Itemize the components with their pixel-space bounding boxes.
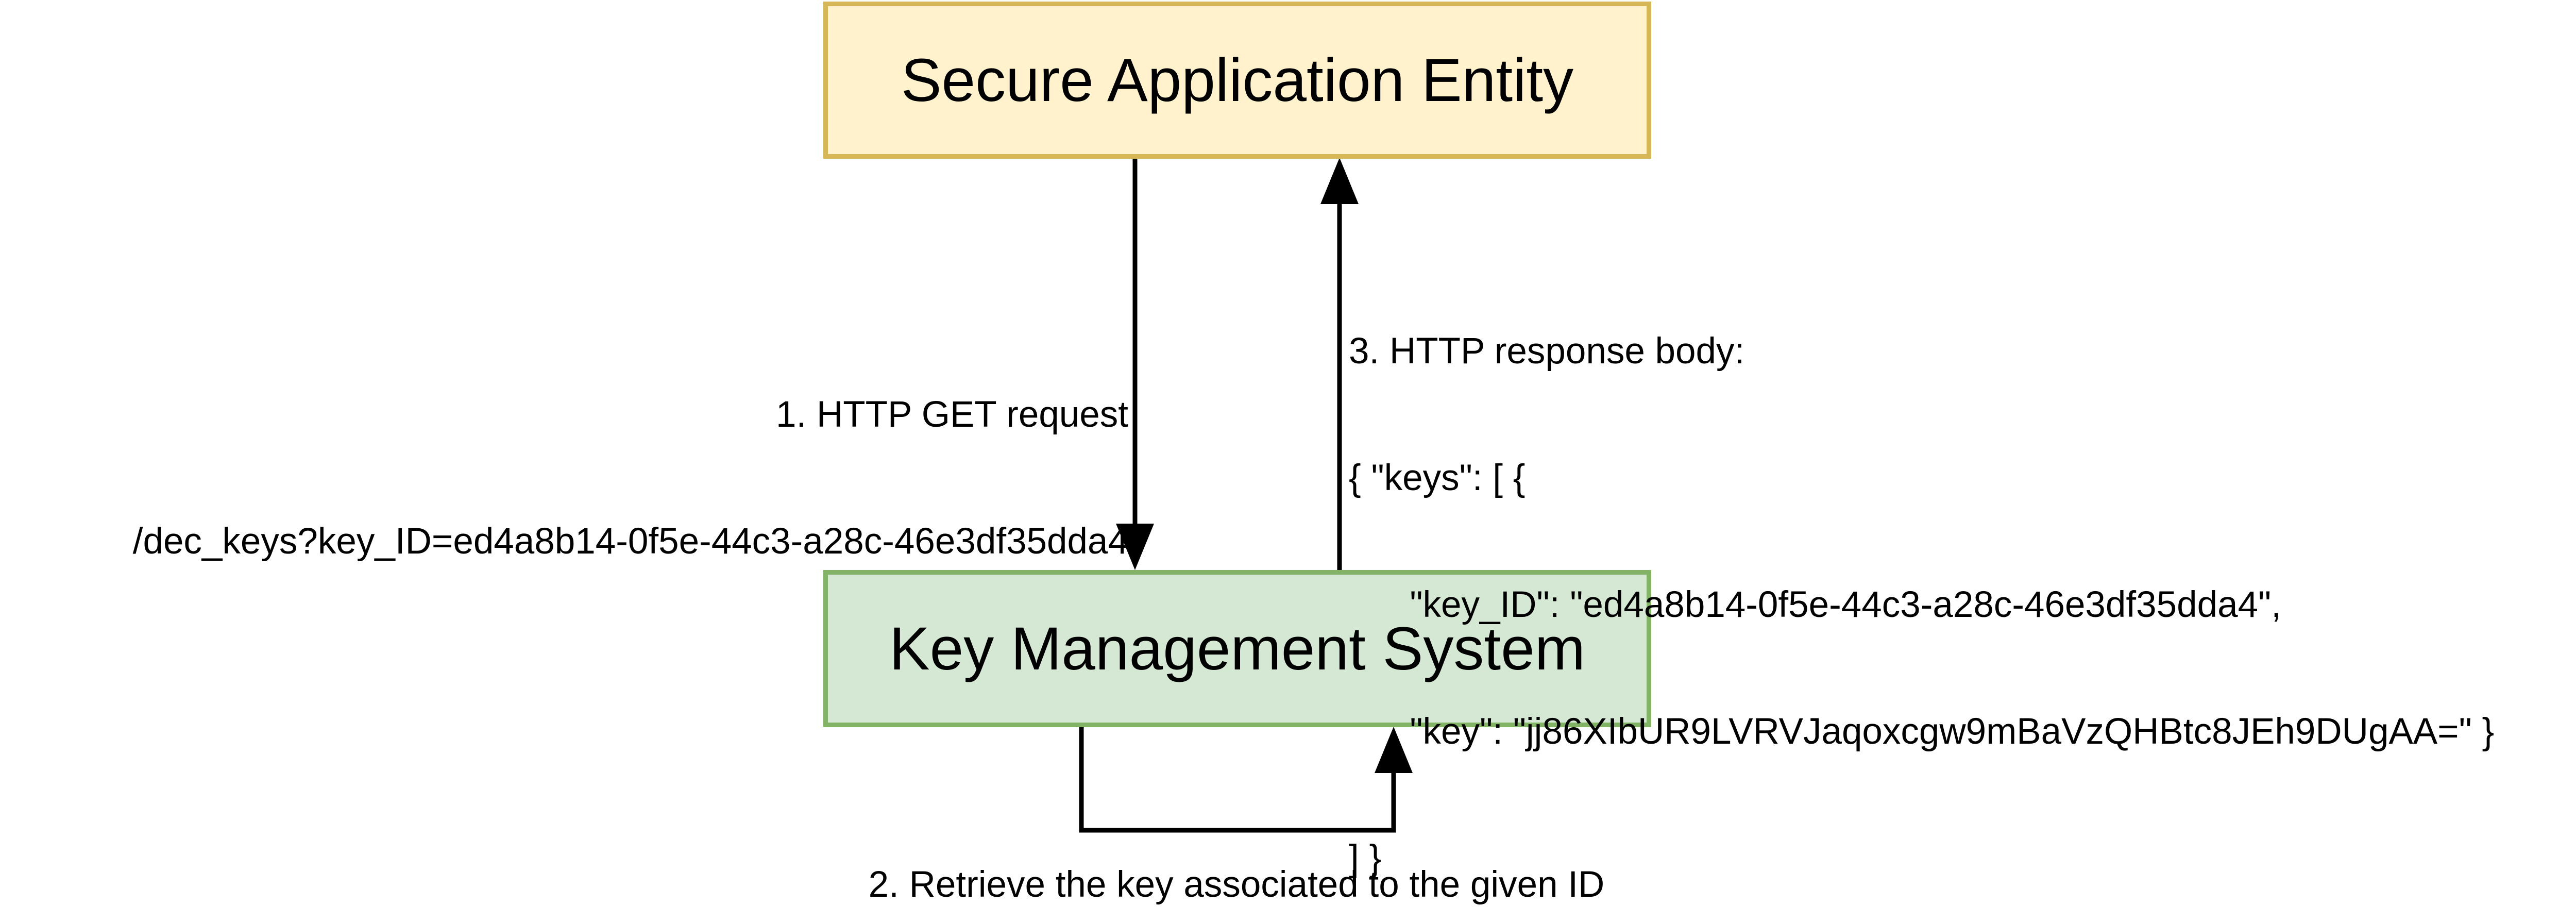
retrieve-key-label: 2. Retrieve the key associated to the gi… <box>868 864 1605 905</box>
http-response-line-close: ] } <box>1349 838 1382 879</box>
request-arrowhead <box>1116 524 1154 570</box>
key-management-system-label: Key Management System <box>889 614 1586 683</box>
response-arrowhead <box>1320 158 1359 204</box>
secure-application-entity-node: Secure Application Entity <box>823 2 1651 159</box>
http-response-line-key-id: "key_ID": "ed4a8b14-0f5e-44c3-a28c-46e3d… <box>1349 584 2281 625</box>
http-get-request-path: /dec_keys?key_ID=ed4a8b14-0f5e-44c3-a28c… <box>132 521 1128 562</box>
http-response-body-label: 3. HTTP response body: { "keys": [ { "ke… <box>1349 246 2494 922</box>
retrieve-loop-line <box>1079 727 1396 833</box>
key-management-system-node: Key Management System <box>823 570 1651 727</box>
http-get-request-title: 1. HTTP GET request <box>776 394 1128 435</box>
secure-application-entity-label: Secure Application Entity <box>901 46 1574 114</box>
http-response-line-open: { "keys": [ { <box>1349 458 1526 498</box>
http-response-line-key: "key": "jj86XIbUR9LVRVJaqoxcgw9mBaVzQHBt… <box>1349 711 2495 752</box>
retrieve-loop-arrowhead <box>1375 727 1413 773</box>
http-get-request-label: 1. HTTP GET request /dec_keys?key_ID=ed4… <box>133 309 1128 605</box>
http-response-title: 3. HTTP response body: <box>1349 331 1745 372</box>
